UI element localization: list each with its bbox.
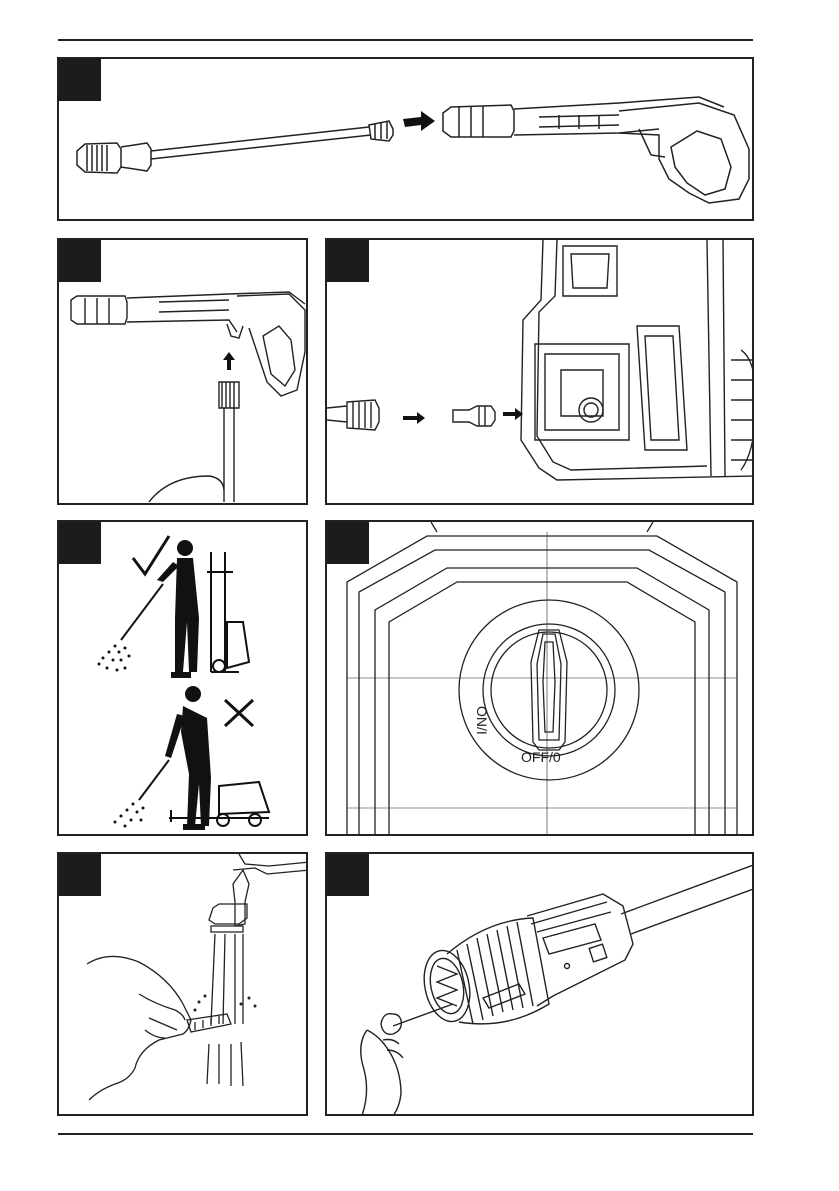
power-dial-illustration: ON/I OFF/0 (327, 522, 754, 836)
filter-cleaning-illustration (59, 854, 308, 1116)
panel-1-lance-to-gun (57, 57, 754, 221)
panel-3-garden-hose-inlet (325, 238, 754, 505)
lance-and-gun-illustration (59, 59, 754, 221)
panel-7-nozzle-needle (325, 852, 754, 1116)
posture-illustration (59, 522, 308, 836)
panel-4-posture (57, 520, 308, 836)
dial-on-label: ON/I (474, 706, 490, 735)
panel-6-inlet-filter (57, 852, 308, 1116)
top-rule (58, 39, 753, 41)
nozzle-cleaning-illustration (327, 854, 754, 1116)
panel-2-hose-to-gun (57, 238, 308, 505)
water-spray-icon (114, 803, 145, 828)
panel-5-power-dial: ON/I OFF/0 (325, 520, 754, 836)
check-mark-icon (133, 536, 169, 574)
bottom-rule (58, 1133, 753, 1135)
arrow-up-icon (223, 352, 235, 370)
cross-mark-icon (225, 700, 253, 726)
water-spray-icon (98, 645, 131, 672)
dial-off-label: OFF/0 (521, 749, 561, 765)
arrow-right-icon (403, 111, 435, 131)
hose-to-gun-illustration (59, 240, 308, 505)
inlet-connection-illustration (327, 240, 754, 505)
